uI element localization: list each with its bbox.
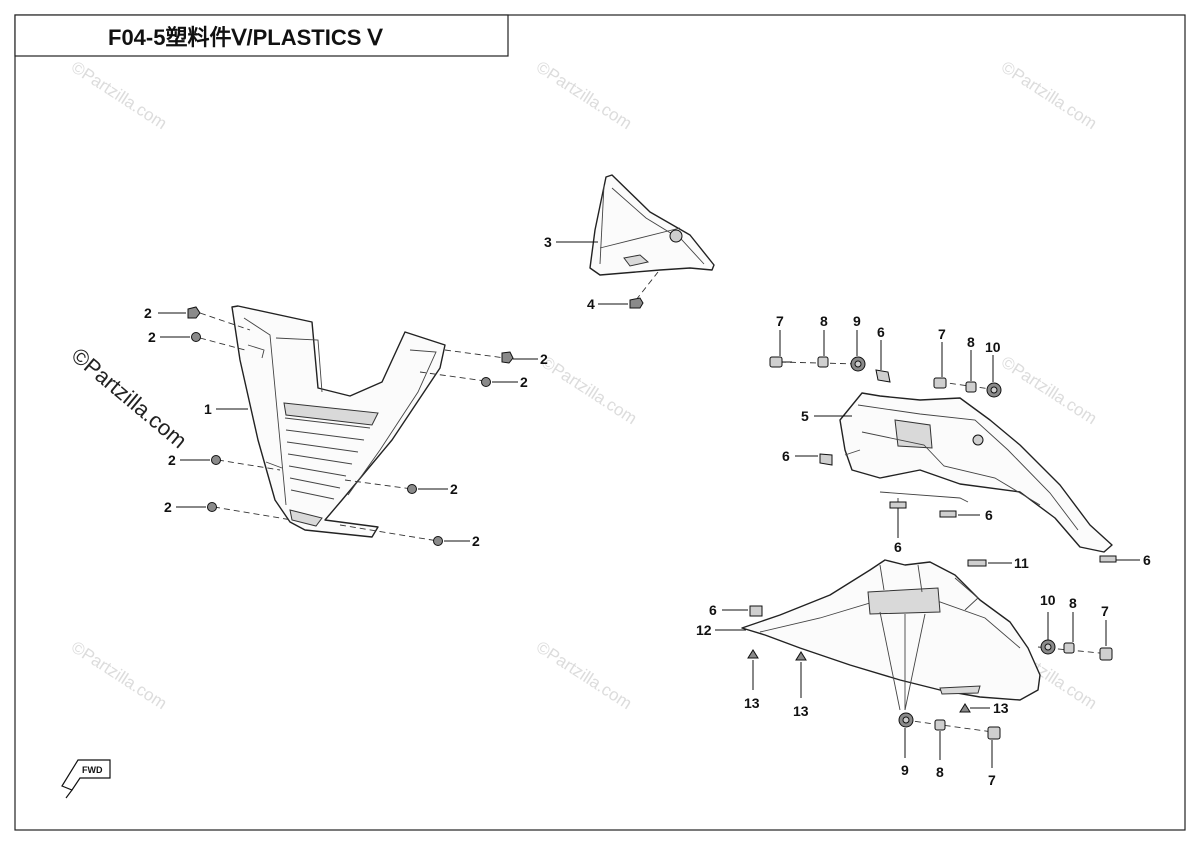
watermark: ©Partzilla.com xyxy=(533,57,635,133)
callout-2: 2 xyxy=(472,533,480,549)
callout-8: 8 xyxy=(936,764,944,780)
callout-6: 6 xyxy=(894,539,902,555)
callout-2: 2 xyxy=(520,374,528,390)
leader-lines xyxy=(158,241,1140,768)
callout-13: 13 xyxy=(993,700,1009,716)
callout-7: 7 xyxy=(988,772,996,788)
callout-9: 9 xyxy=(853,313,861,329)
fwd-arrow-icon: FWD xyxy=(61,759,111,799)
watermark: ©Partzilla.com xyxy=(998,352,1100,428)
callout-2: 2 xyxy=(148,329,156,345)
callout-6: 6 xyxy=(985,507,993,523)
callout-5: 5 xyxy=(801,408,809,424)
callout-1: 1 xyxy=(204,401,212,417)
part-3-side-cover xyxy=(589,174,715,309)
part-5-upper-side-panel xyxy=(769,356,1117,563)
callout-7: 7 xyxy=(776,313,784,329)
callout-8: 8 xyxy=(967,334,975,350)
callout-6: 6 xyxy=(877,324,885,340)
callout-9: 9 xyxy=(901,762,909,778)
fwd-label: FWD xyxy=(82,765,103,775)
callout-2: 2 xyxy=(540,351,548,367)
callout-13: 13 xyxy=(793,703,809,719)
callout-3: 3 xyxy=(544,234,552,250)
callout-8: 8 xyxy=(820,313,828,329)
diagram-border xyxy=(14,14,1186,831)
callout-8: 8 xyxy=(1069,595,1077,611)
part-1-front-panel xyxy=(231,305,446,538)
callout-13: 13 xyxy=(744,695,760,711)
callout-6: 6 xyxy=(1143,552,1151,568)
watermark: ©Partzilla.com xyxy=(533,637,635,713)
callout-2: 2 xyxy=(144,305,152,321)
callout-11: 11 xyxy=(1014,555,1029,571)
callout-4: 4 xyxy=(587,296,595,312)
watermark: ©Partzilla.com xyxy=(538,352,640,428)
callout-6: 6 xyxy=(709,602,717,618)
grille-slats xyxy=(284,417,371,500)
callout-7: 7 xyxy=(938,326,946,342)
title-box xyxy=(14,14,509,57)
watermark-main: ©Partzilla.com xyxy=(67,343,192,454)
callout-numbers: 1 2 2 2 2 2 2 2 2 3 4 5 7 8 9 6 7 8 10 6… xyxy=(144,234,1151,788)
callout-12: 12 xyxy=(696,622,712,638)
callout-2: 2 xyxy=(450,481,458,497)
diagram-title: F04-5塑料件Ⅴ/PLASTICS Ⅴ xyxy=(108,25,384,50)
callout-6: 6 xyxy=(782,448,790,464)
watermark: ©Partzilla.com xyxy=(68,637,170,713)
callout-2: 2 xyxy=(168,452,176,468)
watermark: ©Partzilla.com xyxy=(68,57,170,133)
callout-7: 7 xyxy=(1101,603,1109,619)
callout-2: 2 xyxy=(164,499,172,515)
callout-10: 10 xyxy=(1040,592,1056,608)
watermark: ©Partzilla.com xyxy=(998,57,1100,133)
part-12-lower-side-panel xyxy=(741,559,1113,740)
callout-10: 10 xyxy=(985,339,1001,355)
part-2-nuts xyxy=(187,306,514,546)
